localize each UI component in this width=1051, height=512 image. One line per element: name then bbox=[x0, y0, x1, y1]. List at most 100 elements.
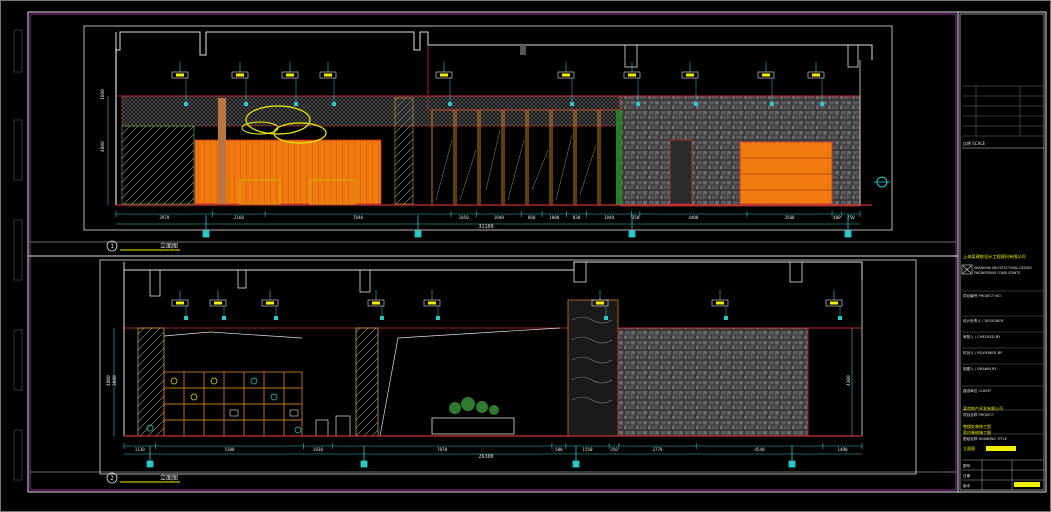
downlight-icon bbox=[435, 71, 453, 79]
title-block-footer-label: 日期 bbox=[963, 473, 971, 478]
downlight-icon bbox=[681, 71, 699, 79]
elevation-1-beam bbox=[624, 44, 638, 68]
dim-label: 500 bbox=[555, 447, 563, 452]
elevation-2-label: 2 bbox=[110, 475, 114, 482]
downlight-lamp-icon bbox=[286, 73, 294, 77]
elevation-1-glass-area bbox=[121, 125, 195, 205]
title-block-row-label: 审核人 / CHECKED BY bbox=[963, 334, 1001, 339]
elevation-2-height-label: 4800 bbox=[106, 375, 112, 386]
left-margin-stamps bbox=[13, 29, 23, 481]
light-tag-icon bbox=[724, 316, 728, 320]
elevation-1-lights bbox=[171, 62, 825, 106]
title-block: 比例 SCALE 上海某建筑设计工程顾问有限公司 SHANGHAI ARCHIT… bbox=[959, 13, 1045, 491]
dim-label: 1840 bbox=[604, 215, 615, 220]
downlight-icon bbox=[757, 71, 775, 79]
dim-label: 1030 bbox=[313, 447, 324, 452]
elevation-2-dim-ticks bbox=[123, 443, 863, 449]
elevation-2-ceiling-outline bbox=[123, 261, 863, 280]
elevation-2-display-shelves bbox=[163, 371, 303, 437]
light-tag-icon bbox=[770, 102, 774, 106]
downlight-lamp-icon bbox=[266, 301, 274, 305]
title-block-drawing-value: 立面图 bbox=[963, 445, 975, 451]
downlight-icon bbox=[825, 299, 843, 307]
dim-label: 2160 bbox=[234, 215, 245, 220]
light-tag-icon bbox=[184, 316, 188, 320]
elevation-2-stone-wall bbox=[617, 327, 809, 437]
title-block-row-label: 建设单位 CLIENT bbox=[963, 388, 992, 393]
elevation-1-plant-strip bbox=[616, 110, 622, 205]
downlight-lamp-icon bbox=[176, 301, 184, 305]
light-tag-icon bbox=[274, 316, 278, 320]
light-tag-icon bbox=[448, 102, 452, 106]
downlight-lamp-icon bbox=[596, 301, 604, 305]
dim-label: 3970 bbox=[159, 215, 170, 220]
light-tag-icon bbox=[436, 316, 440, 320]
elevation-1-column bbox=[394, 97, 414, 205]
dim-label: 7640 bbox=[353, 215, 364, 220]
light-tag-icon bbox=[820, 102, 824, 106]
sheet-inner-frame bbox=[27, 11, 1047, 493]
downlight-icon bbox=[557, 71, 575, 79]
title-block-project-value: 售楼处装饰工程 bbox=[963, 423, 991, 429]
elevation-2-total-dimension: 26300 bbox=[478, 454, 493, 460]
title-block-frame bbox=[959, 13, 1045, 491]
elevation-1-glass-reflections bbox=[435, 129, 597, 201]
title-block-row-label: 校对人 / REVIEWED BY bbox=[963, 350, 1003, 355]
title-block-company-en: SHANGHAI ARCHITECTURAL DESIGN bbox=[974, 266, 1032, 270]
elevation-2-height-label: 3000 bbox=[112, 375, 118, 386]
title-block-scale-label: 比例 SCALE bbox=[963, 140, 986, 146]
downlight-lamp-icon bbox=[562, 73, 570, 77]
title-block-footer-label: 图号 bbox=[963, 463, 971, 468]
light-tag-icon bbox=[184, 102, 188, 106]
title-block-company-en: ENGINEERING CONSULTANTS bbox=[974, 271, 1020, 275]
title-block-row-label: 制图人 / DRAWN BY bbox=[963, 366, 997, 371]
elevation-2-planter bbox=[431, 417, 515, 435]
elevation-1-orange-panel-grooves bbox=[740, 157, 832, 191]
elevation-1-chandelier-ring bbox=[273, 122, 327, 144]
downlight-icon bbox=[807, 71, 825, 79]
dim-label: 1550 bbox=[582, 447, 593, 452]
elevation-1-title: 立面图 bbox=[160, 242, 178, 250]
company-logo-icon bbox=[961, 264, 973, 275]
downlight-icon bbox=[209, 299, 227, 307]
downlight-icon bbox=[171, 299, 189, 307]
dim-label: 5300 bbox=[224, 447, 235, 452]
elevation-1-reception-desk bbox=[239, 179, 281, 205]
title-block-row-label: 项目名称 PROJECT bbox=[963, 412, 995, 417]
downlight-lamp-icon bbox=[762, 73, 770, 77]
elevation-2-beam bbox=[573, 261, 587, 283]
title-block-footer-grid bbox=[962, 459, 1044, 490]
title-block-client-value: 某房地产开发有限公司 bbox=[963, 405, 1003, 411]
dim-label: 4540 bbox=[755, 447, 766, 452]
elevation-2-shelf-objects bbox=[146, 377, 302, 434]
dim-label: 400 bbox=[833, 215, 841, 220]
title-block-project-value: 室内装修施工图 bbox=[963, 429, 991, 435]
elevation-1-frame bbox=[83, 25, 893, 231]
title-block-row-label: 项目编号 PROJECT NO. bbox=[963, 293, 1002, 298]
elevation-1-door bbox=[669, 139, 693, 205]
light-tag-icon bbox=[294, 102, 298, 106]
elevation-1-reception-desk bbox=[309, 179, 356, 205]
downlight-lamp-icon bbox=[176, 73, 184, 77]
elevation-2-decor-screen bbox=[567, 299, 619, 437]
dim-label: 1130 bbox=[135, 447, 146, 452]
downlight-icon bbox=[423, 299, 441, 307]
elevation-1-total-dimension: 31100 bbox=[478, 224, 493, 230]
downlight-icon bbox=[261, 299, 279, 307]
title-block-company-cn: 上海某建筑设计工程顾问有限公司 bbox=[963, 253, 1026, 260]
elevation-1-ceiling-outline bbox=[115, 31, 873, 60]
light-tag-icon bbox=[838, 316, 842, 320]
company-logo-mark-icon bbox=[962, 265, 972, 274]
elevation-2-beam bbox=[237, 269, 247, 289]
downlight-lamp-icon bbox=[440, 73, 448, 77]
title-block-footer-label: 版本 bbox=[963, 483, 971, 488]
elevation-2-right-height-label: 4300 bbox=[846, 375, 852, 386]
elevation-2-frame bbox=[99, 259, 917, 475]
downlight-lamp-icon bbox=[372, 301, 380, 305]
downlight-lamp-icon bbox=[830, 301, 838, 305]
elevation-1-mesh-band bbox=[121, 95, 621, 127]
downlight-icon bbox=[711, 299, 729, 307]
light-tag-icon bbox=[570, 102, 574, 106]
